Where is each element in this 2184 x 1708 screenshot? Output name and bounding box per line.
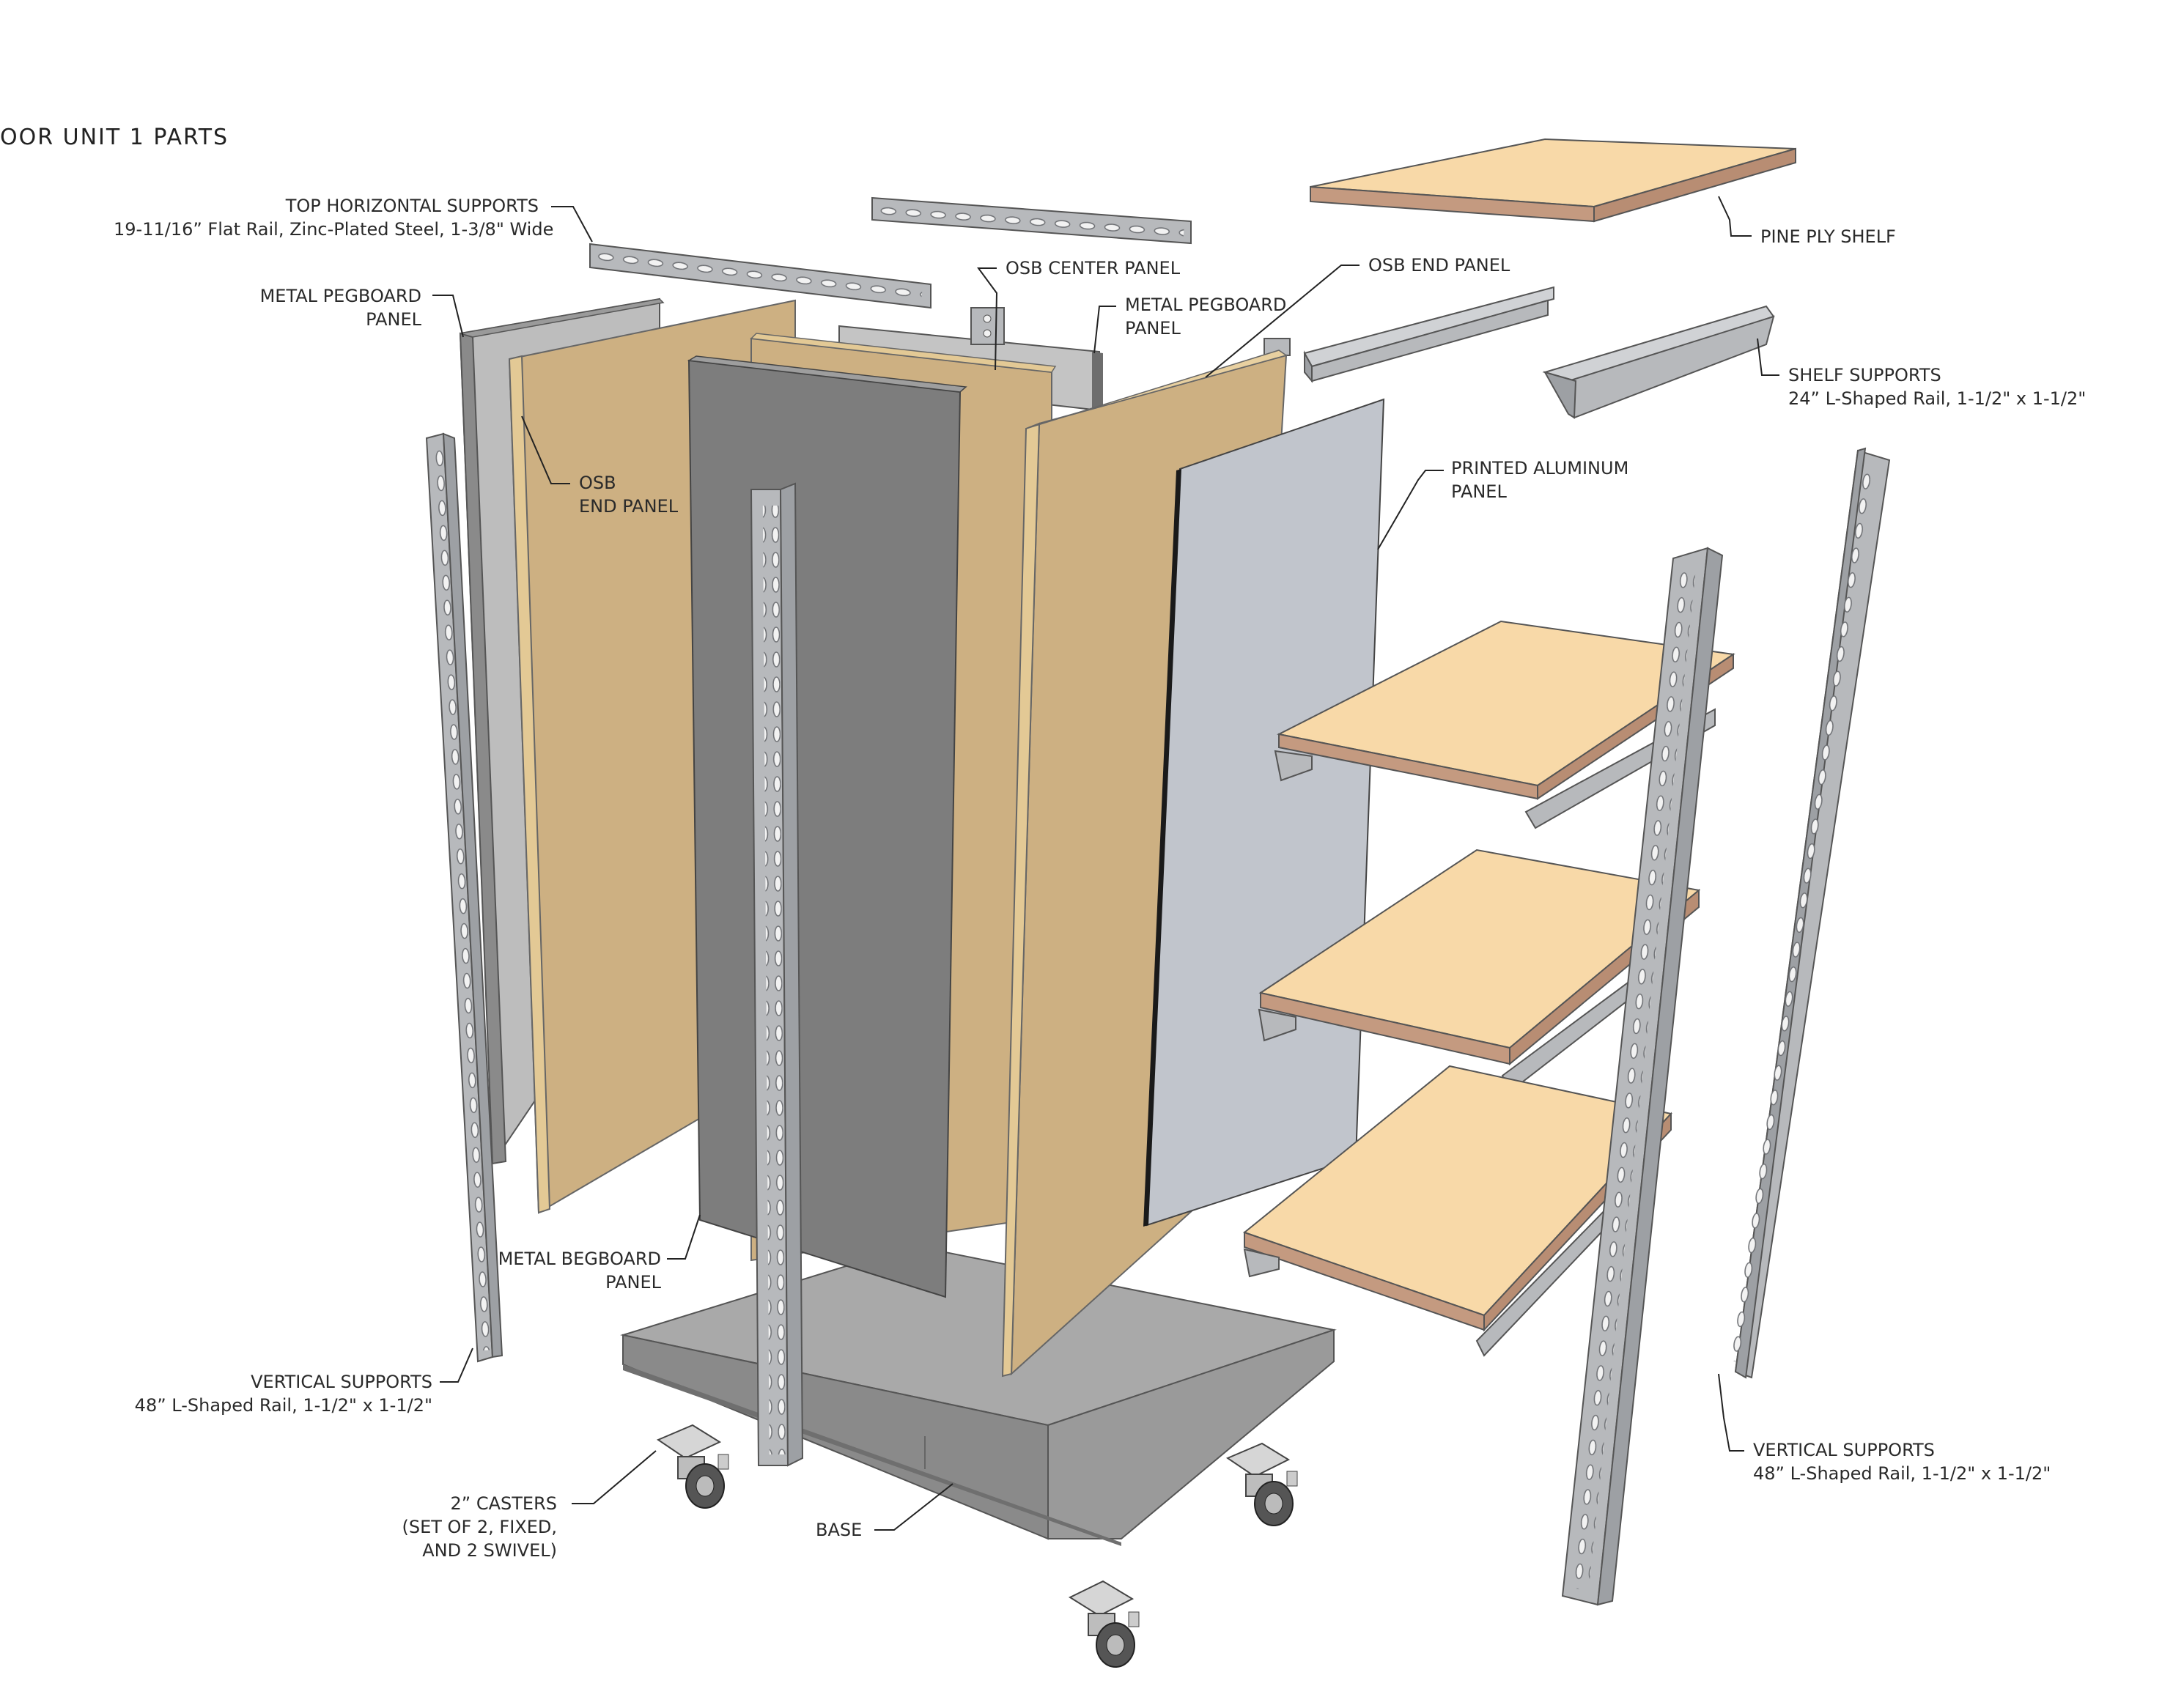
- label-line: VERTICAL SUPPORTS: [1753, 1440, 1935, 1460]
- label-line: (SET OF 2, FIXED,: [402, 1517, 558, 1537]
- label-metal-pegboard-left: METAL PEGBOARD PANEL: [220, 284, 421, 331]
- label-line: OSB: [579, 473, 616, 493]
- metal-pegboard-panel-center: [687, 355, 967, 1298]
- label-pine-ply-shelf: PINE PLY SHELF: [1760, 225, 1896, 248]
- label-line: BASE: [816, 1520, 863, 1540]
- label-line: METAL BEGBOARD: [498, 1249, 661, 1269]
- printed-aluminum-panel: [1143, 398, 1385, 1227]
- label-line: SHELF SUPPORTS: [1788, 365, 1941, 385]
- label-line: AND 2 SWIVEL): [422, 1540, 557, 1561]
- label-line: OSB CENTER PANEL: [1006, 258, 1181, 278]
- label-line: 19-11/16” Flat Rail, Zinc-Plated Steel, …: [114, 219, 554, 240]
- pine-ply-shelf-top: [1310, 138, 1796, 223]
- label-osb-end-left: OSB END PANEL: [579, 471, 678, 518]
- label-osb-center-panel: OSB CENTER PANEL: [1006, 256, 1180, 280]
- label-line: TOP HORIZONTAL SUPPORTS: [285, 196, 539, 216]
- label-vertical-supports-right: VERTICAL SUPPORTS 48” L-Shaped Rail, 1-1…: [1753, 1438, 2051, 1485]
- leader-lines: [432, 196, 1779, 1531]
- label-line: PANEL: [605, 1272, 661, 1293]
- label-metal-pegboard-right: METAL PEGBOARD PANEL: [1125, 293, 1286, 340]
- label-line: PANEL: [366, 309, 421, 330]
- label-line: 48” L-Shaped Rail, 1-1/2" x 1-1/2": [1753, 1463, 2051, 1484]
- top-horizontal-support-2: [871, 196, 1192, 245]
- label-line: END PANEL: [579, 496, 679, 517]
- vertical-support-left: [425, 432, 503, 1363]
- top-horizontal-support-1: [589, 243, 931, 309]
- label-line: OSB END PANEL: [1368, 255, 1510, 276]
- label-line: METAL PEGBOARD: [259, 286, 421, 306]
- caster-1: [656, 1424, 729, 1509]
- label-metal-begboard: METAL BEGBOARD PANEL: [440, 1247, 661, 1294]
- label-top-horizontal-supports: TOP HORIZONTAL SUPPORTS 19-11/16” Flat R…: [114, 194, 554, 241]
- label-casters: 2” CASTERS (SET OF 2, FIXED, AND 2 SWIVE…: [352, 1492, 558, 1562]
- label-line: 2” CASTERS: [450, 1493, 557, 1514]
- label-line: VERTICAL SUPPORTS: [251, 1372, 432, 1392]
- vertical-support-right-1: [1561, 547, 1724, 1606]
- label-line: PANEL: [1451, 481, 1507, 502]
- label-line: PRINTED ALUMINUM: [1451, 458, 1629, 478]
- shelf-support-2: [1542, 305, 1775, 419]
- label-base: BASE: [816, 1518, 862, 1542]
- label-osb-end-right: OSB END PANEL: [1368, 254, 1510, 277]
- label-line: 24” L-Shaped Rail, 1-1/2" x 1-1/2": [1788, 388, 2087, 409]
- label-line: METAL PEGBOARD: [1125, 295, 1287, 315]
- label-shelf-supports: SHELF SUPPORTS 24” L-Shaped Rail, 1-1/2"…: [1788, 363, 2086, 410]
- diagram-title: OOR UNIT 1 PARTS: [0, 125, 229, 150]
- caster-3: [1068, 1580, 1140, 1668]
- vertical-support-front: [750, 482, 804, 1467]
- label-line: PANEL: [1125, 318, 1181, 339]
- label-vertical-supports-left: VERTICAL SUPPORTS 48” L-Shaped Rail, 1-1…: [95, 1370, 432, 1417]
- label-printed-aluminum-panel: PRINTED ALUMINUM PANEL: [1451, 456, 1628, 503]
- label-line: 48” L-Shaped Rail, 1-1/2" x 1-1/2": [134, 1395, 432, 1416]
- base: [620, 1244, 1337, 1546]
- vertical-support-right-2: [1728, 447, 1891, 1379]
- label-line: PINE PLY SHELF: [1760, 226, 1896, 247]
- shelf-support-1: [1303, 286, 1554, 383]
- caster-2: [1225, 1442, 1298, 1526]
